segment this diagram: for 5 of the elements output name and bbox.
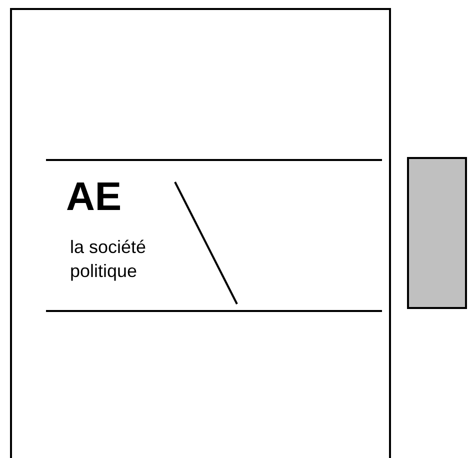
- heading: AE: [66, 175, 122, 220]
- frame-box: [10, 8, 391, 458]
- shaded-box: [407, 157, 467, 309]
- description: la société politique: [70, 236, 148, 283]
- band-panel: [46, 159, 382, 312]
